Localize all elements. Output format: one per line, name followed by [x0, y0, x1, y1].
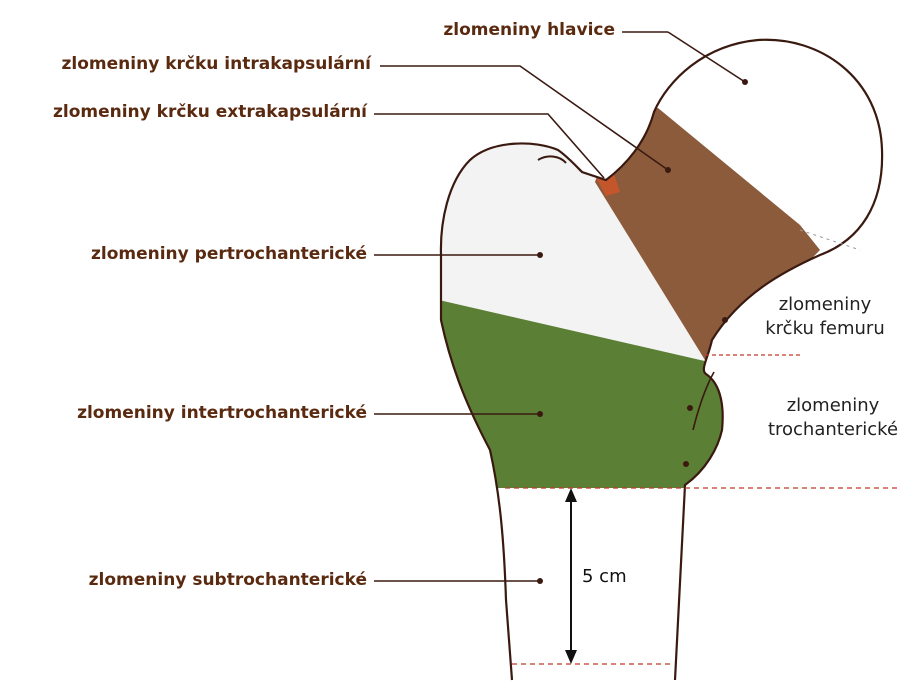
five-cm-label: 5 cm: [582, 566, 627, 587]
label-femoral-neck-line1: zlomeniny: [760, 293, 890, 317]
label-neck-intracapsular: zlomeniny krčku intrakapsulární: [62, 54, 371, 74]
label-head-fractures: zlomeniny hlavice: [443, 20, 615, 40]
label-intertrochanteric: zlomeniny intertrochanterické: [77, 403, 367, 423]
label-trochanteric-fractures: zlomeniny trochanterické: [758, 394, 908, 442]
label-femoral-neck-fractures: zlomeniny krčku femuru: [760, 293, 890, 341]
label-trochanteric-line2: trochanterické: [758, 418, 908, 442]
label-pertrochanteric: zlomeniny pertrochanterické: [91, 244, 367, 264]
label-trochanteric-line1: zlomeniny: [758, 394, 908, 418]
bone-regions: [430, 30, 900, 682]
label-neck-extracapsular: zlomeniny krčku extrakapsulární: [53, 102, 367, 122]
label-femoral-neck-line2: krčku femuru: [760, 317, 890, 341]
label-subtrochanteric: zlomeniny subtrochanterické: [89, 570, 367, 590]
